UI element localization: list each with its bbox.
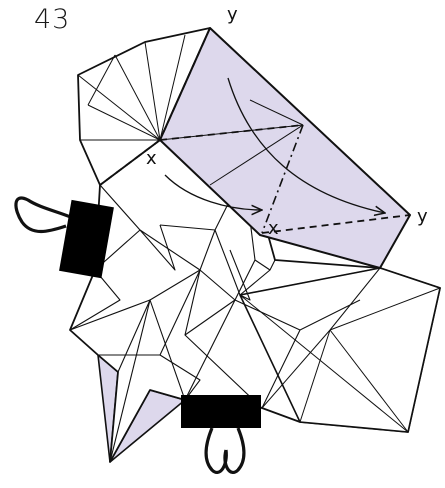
step-number: 43	[34, 4, 70, 35]
label-x-upper: x	[146, 148, 157, 169]
label-y-right: y	[417, 206, 428, 227]
binder-clip-left	[16, 198, 114, 278]
binder-clip-bottom	[181, 395, 261, 472]
label-y-top: y	[227, 4, 238, 25]
label-x-lower: x	[268, 218, 279, 239]
